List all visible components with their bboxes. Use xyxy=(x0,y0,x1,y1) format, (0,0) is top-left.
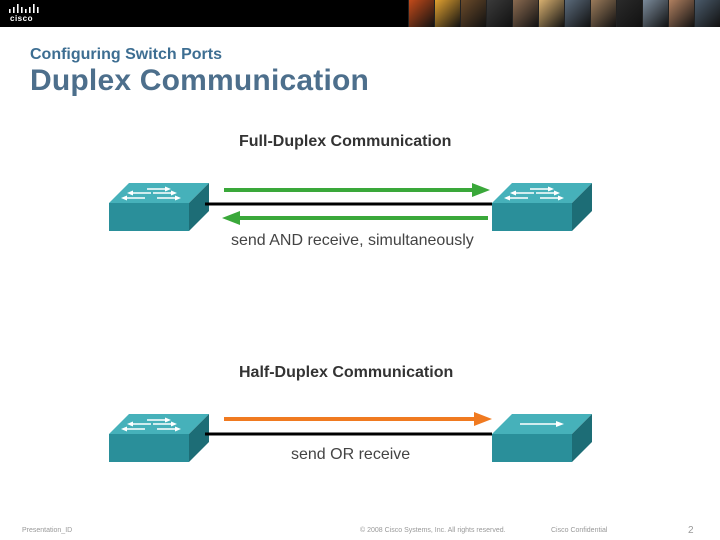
cisco-bars-icon xyxy=(9,4,39,13)
header-photo xyxy=(538,0,564,27)
header-photo xyxy=(564,0,590,27)
full-duplex-title: Full-Duplex Communication xyxy=(239,133,452,150)
cisco-wordmark: cisco xyxy=(10,14,33,23)
half-duplex-title: Half-Duplex Communication xyxy=(239,364,454,381)
full-duplex-receive-arrow xyxy=(222,211,488,225)
header-photo xyxy=(512,0,538,27)
half-duplex-left-switch xyxy=(109,414,209,462)
slide-title: Duplex Communication xyxy=(30,64,370,97)
header-photo xyxy=(642,0,668,27)
footer-copyright: © 2008 Cisco Systems, Inc. All rights re… xyxy=(360,527,506,534)
header-photo xyxy=(616,0,642,27)
footer-presentation-id: Presentation_ID xyxy=(22,527,73,534)
header-photo xyxy=(486,0,512,27)
cisco-logo: cisco xyxy=(8,4,42,24)
full-duplex-send-arrow xyxy=(224,183,490,197)
half-duplex-right-switch xyxy=(492,414,592,462)
page-number: 2 xyxy=(688,525,694,536)
header-bar: cisco xyxy=(0,0,720,27)
header-photo xyxy=(668,0,694,27)
half-duplex-send-arrow xyxy=(224,412,492,426)
full-duplex-caption: send AND receive, simultaneously xyxy=(231,232,474,249)
header-photo xyxy=(460,0,486,27)
full-duplex-left-switch xyxy=(109,183,209,231)
header-photo xyxy=(434,0,460,27)
full-duplex-right-switch xyxy=(492,183,592,231)
header-photo xyxy=(590,0,616,27)
slide-subtitle: Configuring Switch Ports xyxy=(30,46,222,63)
header-photo xyxy=(694,0,720,27)
header-photo-strip xyxy=(408,0,720,27)
header-photo xyxy=(408,0,434,27)
footer-confidential: Cisco Confidential xyxy=(551,527,608,534)
half-duplex-caption: send OR receive xyxy=(291,446,411,463)
